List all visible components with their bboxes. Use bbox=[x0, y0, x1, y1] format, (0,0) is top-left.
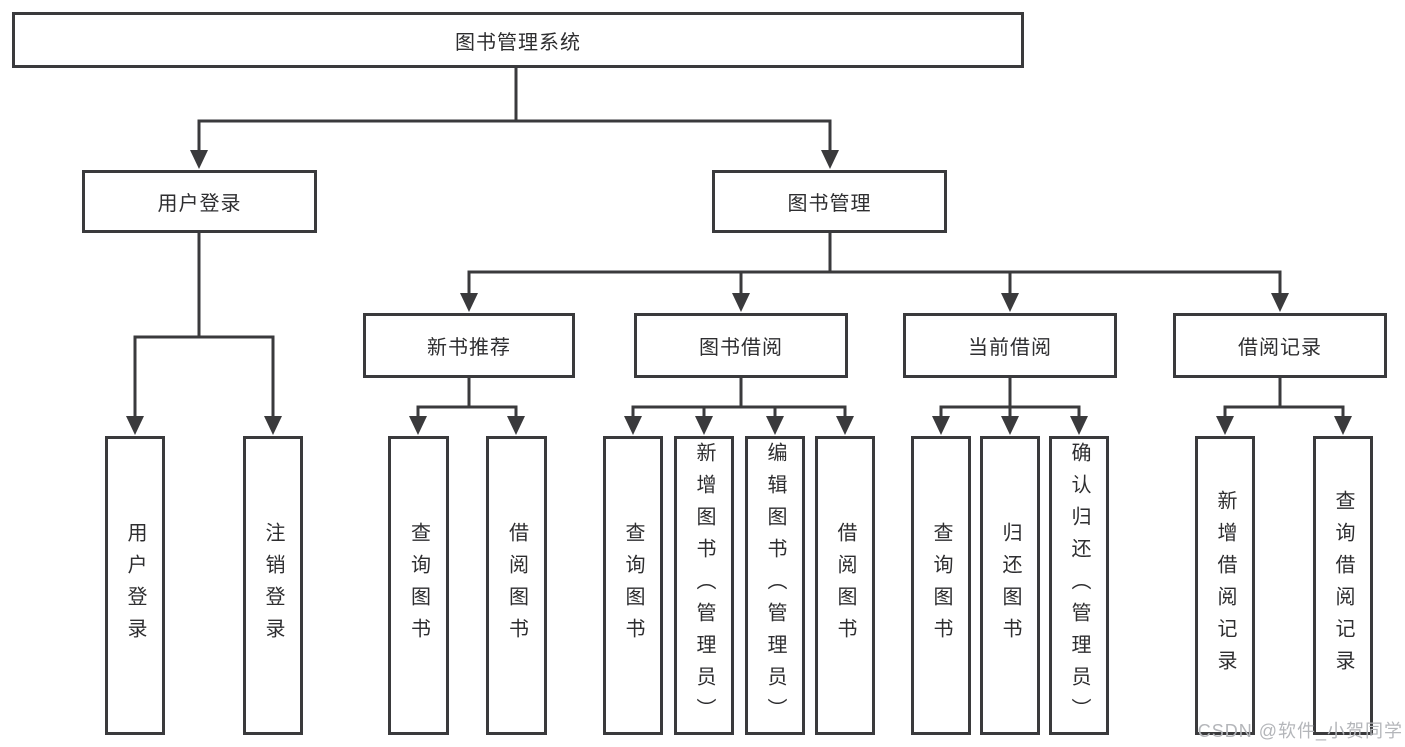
node-new-book-recommend-label: 新书推荐 bbox=[427, 337, 511, 359]
leaf-borrowing-edit-books-admin-label: 编辑图书（管理员） bbox=[764, 441, 786, 730]
leaf-newbook-borrow-books: 借阅图书 bbox=[486, 436, 547, 735]
leaf-current-return-books-label: 归还图书 bbox=[999, 521, 1021, 650]
leaf-records-query-record-label: 查询借阅记录 bbox=[1332, 489, 1354, 682]
leaf-current-confirm-return-admin-label: 确认归还（管理员） bbox=[1068, 441, 1090, 730]
leaf-newbook-query-books-label: 查询图书 bbox=[407, 521, 430, 650]
node-new-book-recommend: 新书推荐 bbox=[363, 313, 575, 378]
node-borrowing-records-label: 借阅记录 bbox=[1238, 337, 1322, 359]
leaf-borrowing-add-books-admin: 新增图书（管理员） bbox=[674, 436, 734, 735]
node-current-borrowing-label: 当前借阅 bbox=[968, 337, 1052, 359]
node-user-login: 用户登录 bbox=[82, 170, 317, 233]
leaf-borrowing-borrow-books-label: 借阅图书 bbox=[834, 521, 856, 650]
leaf-borrowing-borrow-books: 借阅图书 bbox=[815, 436, 875, 735]
leaf-current-confirm-return-admin: 确认归还（管理员） bbox=[1049, 436, 1109, 735]
connector-newbook-to-leaves bbox=[409, 378, 525, 435]
leaf-records-query-record: 查询借阅记录 bbox=[1313, 436, 1373, 735]
node-library-system-label: 图书管理系统 bbox=[455, 31, 581, 54]
connector-management-to-level3 bbox=[460, 233, 1289, 312]
leaf-user-login-label: 用户登录 bbox=[124, 521, 146, 650]
connector-login-to-leaves bbox=[126, 233, 282, 435]
leaf-borrowing-query-books: 查询图书 bbox=[603, 436, 663, 735]
leaf-borrowing-add-books-admin-label: 新增图书（管理员） bbox=[693, 441, 715, 730]
leaf-borrowing-query-books-label: 查询图书 bbox=[622, 521, 644, 650]
node-user-login-label: 用户登录 bbox=[157, 193, 242, 215]
node-current-borrowing: 当前借阅 bbox=[903, 313, 1117, 378]
node-book-management: 图书管理 bbox=[712, 170, 947, 233]
leaf-borrowing-edit-books-admin: 编辑图书（管理员） bbox=[745, 436, 805, 735]
leaf-newbook-query-books: 查询图书 bbox=[388, 436, 449, 735]
node-library-system: 图书管理系统 bbox=[12, 12, 1024, 68]
leaf-newbook-borrow-books-label: 借阅图书 bbox=[505, 521, 528, 650]
node-book-management-label: 图书管理 bbox=[787, 193, 872, 215]
leaf-current-return-books: 归还图书 bbox=[980, 436, 1040, 735]
connector-current-to-leaves bbox=[932, 378, 1088, 435]
leaf-records-add-record-label: 新增借阅记录 bbox=[1214, 489, 1236, 682]
connector-records-to-leaves bbox=[1216, 378, 1352, 435]
leaf-current-query-books: 查询图书 bbox=[911, 436, 971, 735]
node-book-borrowing-label: 图书借阅 bbox=[699, 337, 783, 359]
connector-root-to-level2 bbox=[190, 68, 839, 169]
node-borrowing-records: 借阅记录 bbox=[1173, 313, 1387, 378]
connector-borrowing-to-leaves bbox=[624, 378, 854, 435]
node-book-borrowing: 图书借阅 bbox=[634, 313, 848, 378]
leaf-records-add-record: 新增借阅记录 bbox=[1195, 436, 1255, 735]
leaf-current-query-books-label: 查询图书 bbox=[930, 521, 952, 650]
leaf-logout: 注销登录 bbox=[243, 436, 303, 735]
csdn-watermark: CSDN @软件_小贺同学 bbox=[1197, 721, 1403, 741]
leaf-user-login: 用户登录 bbox=[105, 436, 165, 735]
leaf-logout-label: 注销登录 bbox=[262, 521, 284, 650]
